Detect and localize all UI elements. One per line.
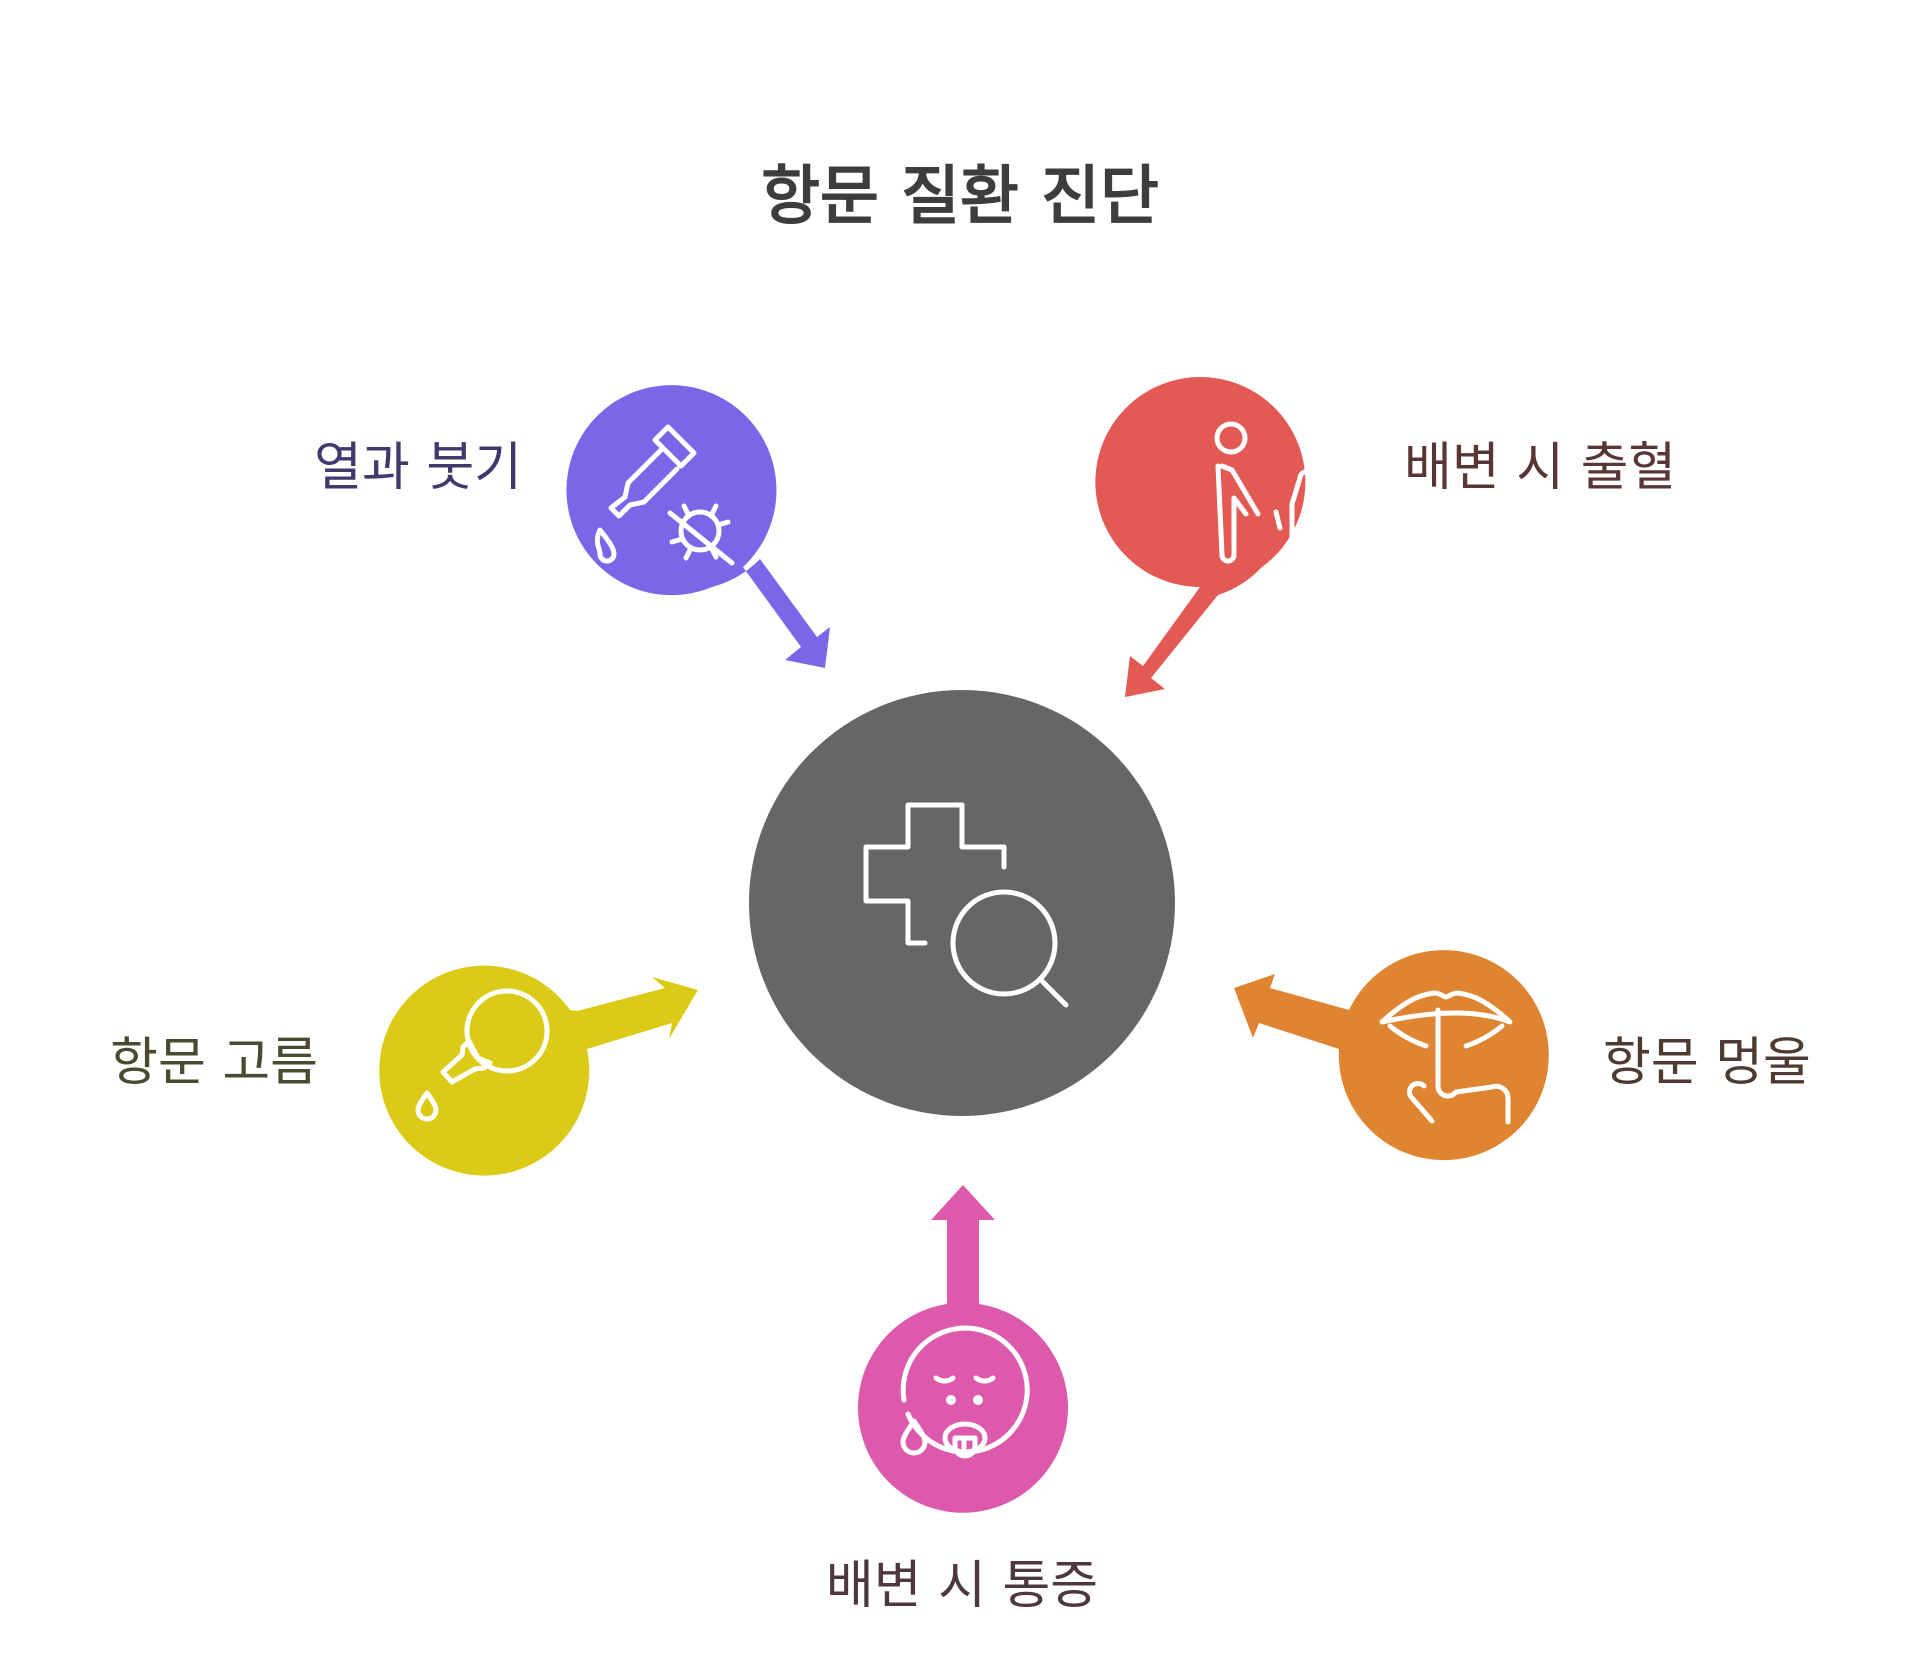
pus-drop-icon <box>415 988 550 1122</box>
pus-label: 항문 고름 <box>110 1033 318 1093</box>
pus-shape <box>379 965 698 1176</box>
medical-search-icon <box>863 802 1069 1008</box>
fever-swelling-label: 열과 붓기 <box>314 438 522 498</box>
pain-shape <box>857 1185 1068 1513</box>
node-bleeding: 배변 시 출혈 <box>1095 377 1676 697</box>
pained-face-icon <box>900 1325 1030 1459</box>
lump-shape <box>1234 950 1549 1161</box>
center-node <box>749 690 1175 1116</box>
fever-swelling-shape <box>566 385 830 668</box>
lump-label: 항문 멍울 <box>1603 1033 1811 1093</box>
dropper-bacteria-icon <box>594 424 735 566</box>
diagram-title: 항문 질환 진단 <box>761 160 1159 234</box>
person-toilet-icon <box>1214 421 1315 565</box>
node-pain: 배변 시 통증 <box>826 1185 1098 1616</box>
center-circle <box>749 690 1175 1116</box>
bleeding-label: 배변 시 출혈 <box>1404 438 1676 498</box>
lump-hand-icon <box>1379 990 1513 1125</box>
node-lump: 항문 멍울 <box>1234 950 1811 1161</box>
pain-label: 배변 시 통증 <box>826 1556 1098 1616</box>
bleeding-shape <box>1095 377 1306 697</box>
node-fever-swelling: 열과 붓기 <box>314 385 830 668</box>
node-pus: 항문 고름 <box>110 965 698 1176</box>
